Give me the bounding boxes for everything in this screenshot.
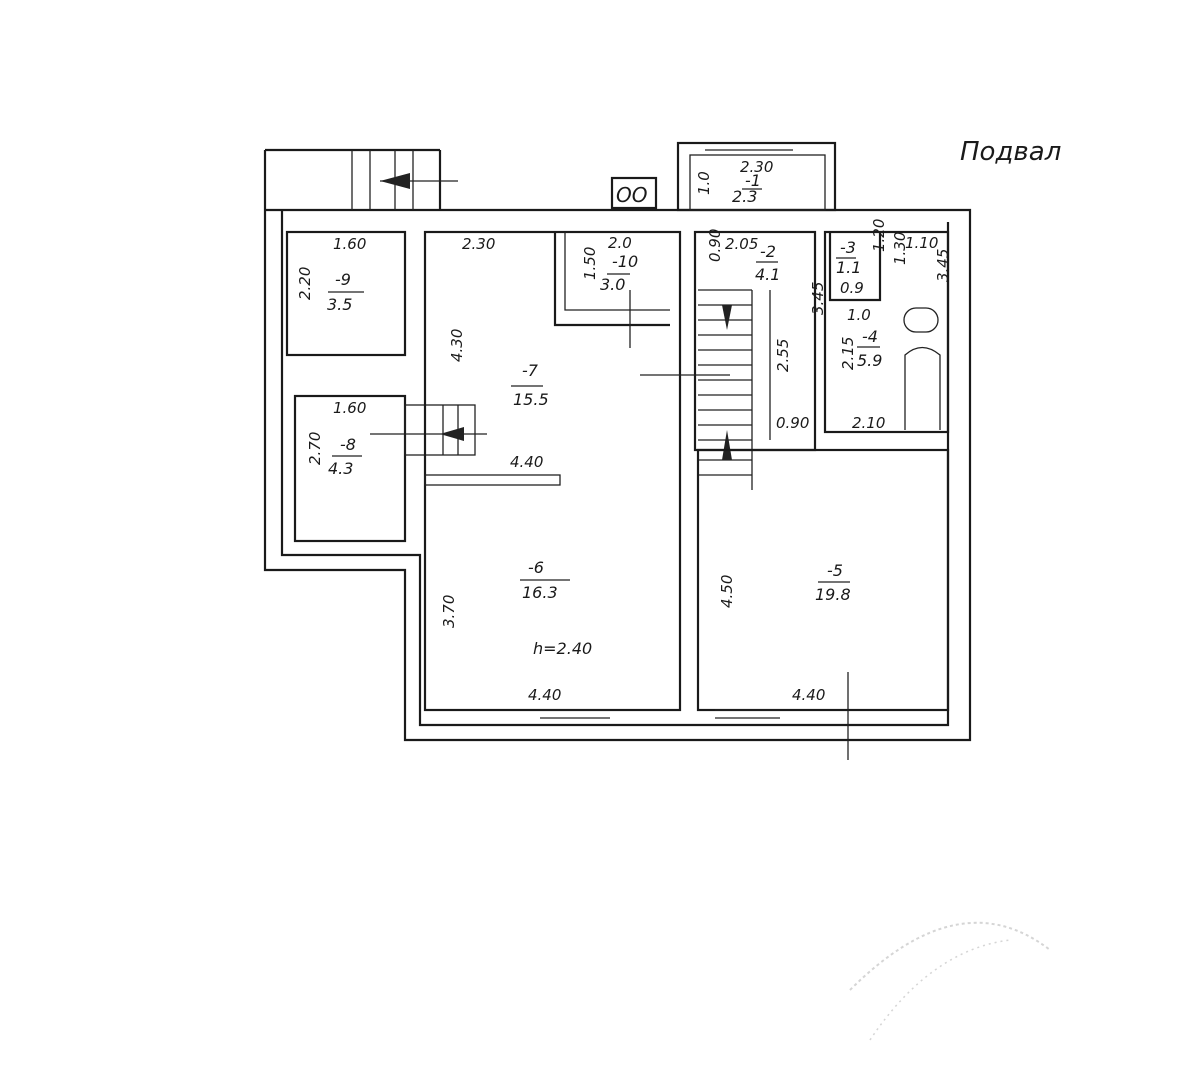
entrance-stairs <box>351 150 458 210</box>
dimension-label: 16.3 <box>522 583 558 602</box>
dimension-label: 4.30 <box>448 329 466 362</box>
dimension-label: -4 <box>862 327 878 346</box>
dimension-label: 1.0 <box>695 171 713 195</box>
room-8: 1.60 2.70 -8 4.3 <box>293 394 487 543</box>
stairs-arrow-icon <box>440 427 464 441</box>
bathtub-icon <box>904 346 941 430</box>
dimension-label: 3.5 <box>327 295 352 314</box>
dimension-label: 2.30 <box>462 235 495 253</box>
dimension-label: -6 <box>528 558 544 577</box>
room-7: 2.30 4.30 4.40 -7 15.5 <box>423 230 682 712</box>
dimension-label: 15.5 <box>513 390 549 409</box>
dimension-label: 0.90 <box>776 414 809 432</box>
chimney <box>610 176 658 210</box>
stairs-arrow-icon <box>380 173 410 189</box>
dimension-label: -2 <box>760 242 776 261</box>
dimension-label: 2.05 <box>725 235 758 253</box>
dimension-label: -3 <box>840 238 856 257</box>
dimension-label: -9 <box>335 270 351 289</box>
dimension-label: 2.70 <box>306 432 324 465</box>
stairs-down-arrow-icon <box>722 305 732 330</box>
dimension-label: 2.3 <box>732 187 757 206</box>
dimension-label: -8 <box>340 435 356 454</box>
dimension-label: -10 <box>612 252 638 271</box>
dimension-label: 4.1 <box>755 265 780 284</box>
dimension-label: 5.9 <box>857 351 882 370</box>
room-10: 2.0 1.50 -10 3.0 <box>553 232 670 348</box>
dimension-label: 1.60 <box>333 235 366 253</box>
room-3: -3 1.1 1.20 0.9 <box>828 219 888 302</box>
dimension-label: 4.50 <box>718 575 736 608</box>
dimension-label: 1.10 <box>905 234 938 252</box>
room-2: 2.05 0.90 2.55 0.90 -2 4.1 <box>640 229 817 490</box>
room-1: 2.30 -1 2.3 1.0 <box>676 141 837 212</box>
dimension-label: 1.60 <box>333 399 366 417</box>
dimension-label: 3.45 <box>809 282 827 315</box>
dimension-label: 2.10 <box>852 414 885 432</box>
dimension-label: 1.20 <box>870 219 888 252</box>
dimension-label: 2.55 <box>774 339 792 372</box>
dimension-label: -1 <box>745 171 761 190</box>
room-5: 4.50 4.40 -5 19.8 <box>696 448 950 760</box>
room-9: 1.60 2.20 -9 3.5 <box>285 230 407 357</box>
dimension-label: 0.9 <box>840 279 864 297</box>
toilet-icon <box>903 307 939 333</box>
dimension-label: 2.20 <box>296 267 314 300</box>
dimension-label: 2.30 <box>740 158 773 176</box>
chimney-label: OO <box>616 183 647 207</box>
dimension-label: 4.40 <box>792 686 825 704</box>
dimension-label: 4.40 <box>510 453 543 471</box>
stairs-up-arrow-icon <box>722 430 732 460</box>
ceiling-height: h=2.40 <box>533 639 592 658</box>
dimension-label: 0.90 <box>706 229 724 262</box>
dimension-label: 1.1 <box>836 258 861 277</box>
dimension-label: -7 <box>522 361 539 380</box>
floor-title: Подвал <box>960 137 1061 167</box>
dimension-label: -5 <box>827 561 843 580</box>
dimension-label: 1.50 <box>581 247 599 280</box>
dimension-label: 4.3 <box>328 459 353 478</box>
dimension-label: 1.30 <box>891 232 909 265</box>
stamp <box>849 921 1051 1041</box>
room-4: 1.10 1.30 3.45 3.45 1.0 2.15 2.10 -4 5.9 <box>809 230 952 434</box>
dimension-label: 4.40 <box>528 686 561 704</box>
dimension-label: 3.0 <box>600 275 625 294</box>
dimension-label: 3.70 <box>440 595 458 628</box>
dimension-label: 2.15 <box>839 337 857 370</box>
dimension-label: 3.45 <box>934 249 952 282</box>
dimension-label: 1.0 <box>847 306 871 324</box>
room-6: 3.70 4.40 -6 16.3 h=2.40 <box>440 558 610 719</box>
dimension-label: 19.8 <box>815 585 851 604</box>
dimension-label: 2.0 <box>608 234 632 252</box>
